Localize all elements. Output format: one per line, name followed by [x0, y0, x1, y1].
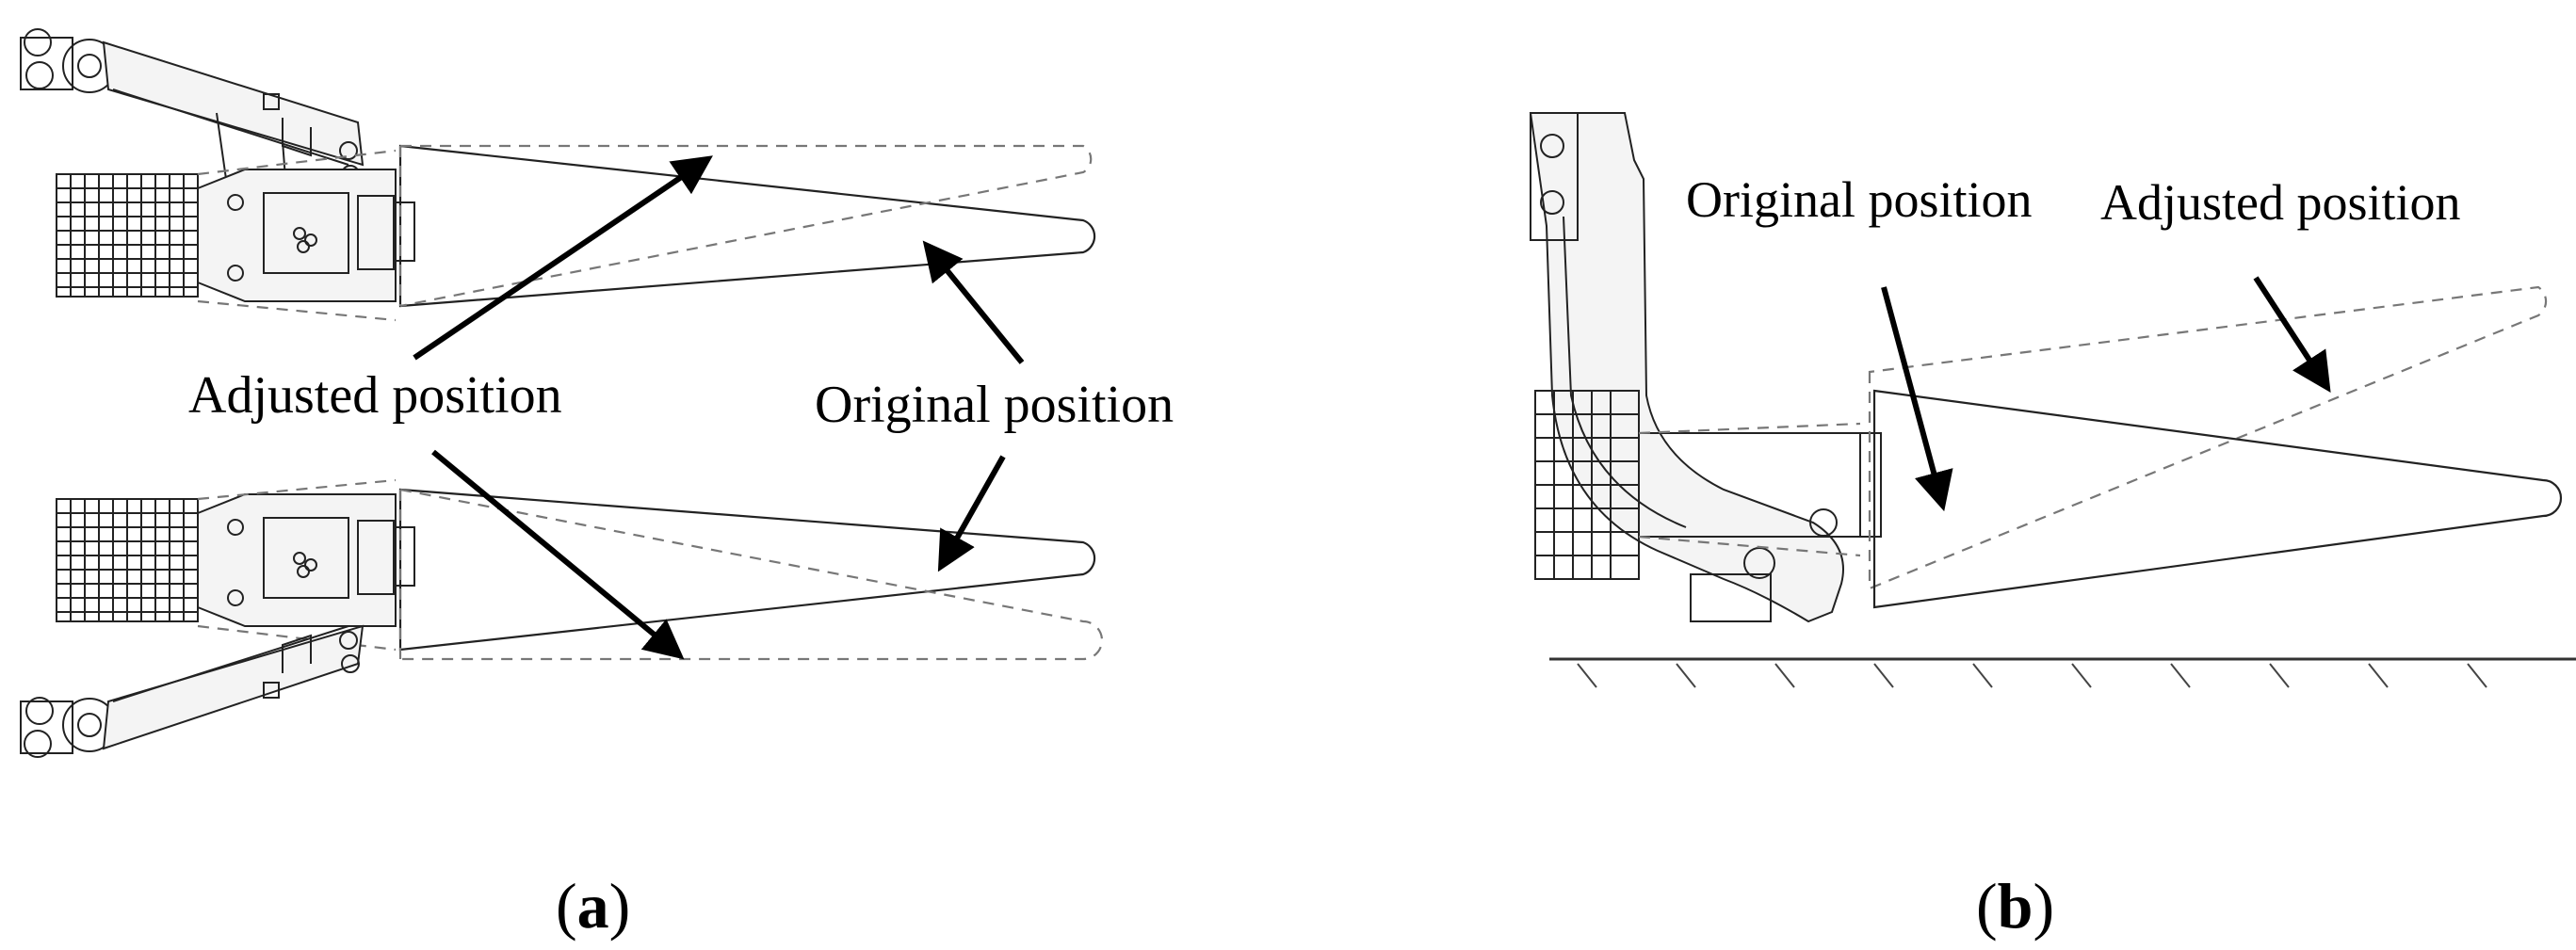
side-cone-adjusted [1872, 389, 2563, 609]
arrow-original-b [1881, 286, 1953, 512]
upper-mechanism [20, 28, 1096, 322]
lower-cone-original [398, 488, 1096, 652]
ground-line [1549, 657, 2576, 688]
caption-a: (a) [556, 870, 630, 942]
arrow-adjusted-lower [431, 449, 685, 660]
arrow-original-lower [937, 455, 1006, 572]
caption-b: (b) [1976, 870, 2054, 942]
arrow-adjusted-b [2253, 276, 2331, 394]
arrow-original-upper [922, 240, 1025, 364]
label-original-position-a: Original position [815, 376, 1174, 434]
curved-shank [1529, 112, 1844, 623]
lower-cone-adjusted [398, 488, 1104, 661]
upper-cone-adjusted [398, 144, 1093, 308]
label-adjusted-position-a: Adjusted position [188, 366, 562, 425]
label-adjusted-position-b: Adjusted position [2100, 174, 2461, 231]
panel-a: Adjusted position Original position (a) [20, 28, 1174, 942]
arrow-adjusted-upper [413, 155, 713, 361]
side-gearbox [1534, 390, 1882, 622]
upper-gearbox [56, 149, 415, 322]
panel-b: Original position Adjusted position (b) [1529, 112, 2576, 942]
lower-arm [20, 624, 365, 758]
lower-mechanism [20, 478, 1104, 758]
lower-gearbox [56, 478, 415, 652]
upper-cone-original [398, 144, 1096, 308]
side-cone-original [1868, 285, 2548, 590]
label-original-position-b: Original position [1686, 171, 2032, 228]
